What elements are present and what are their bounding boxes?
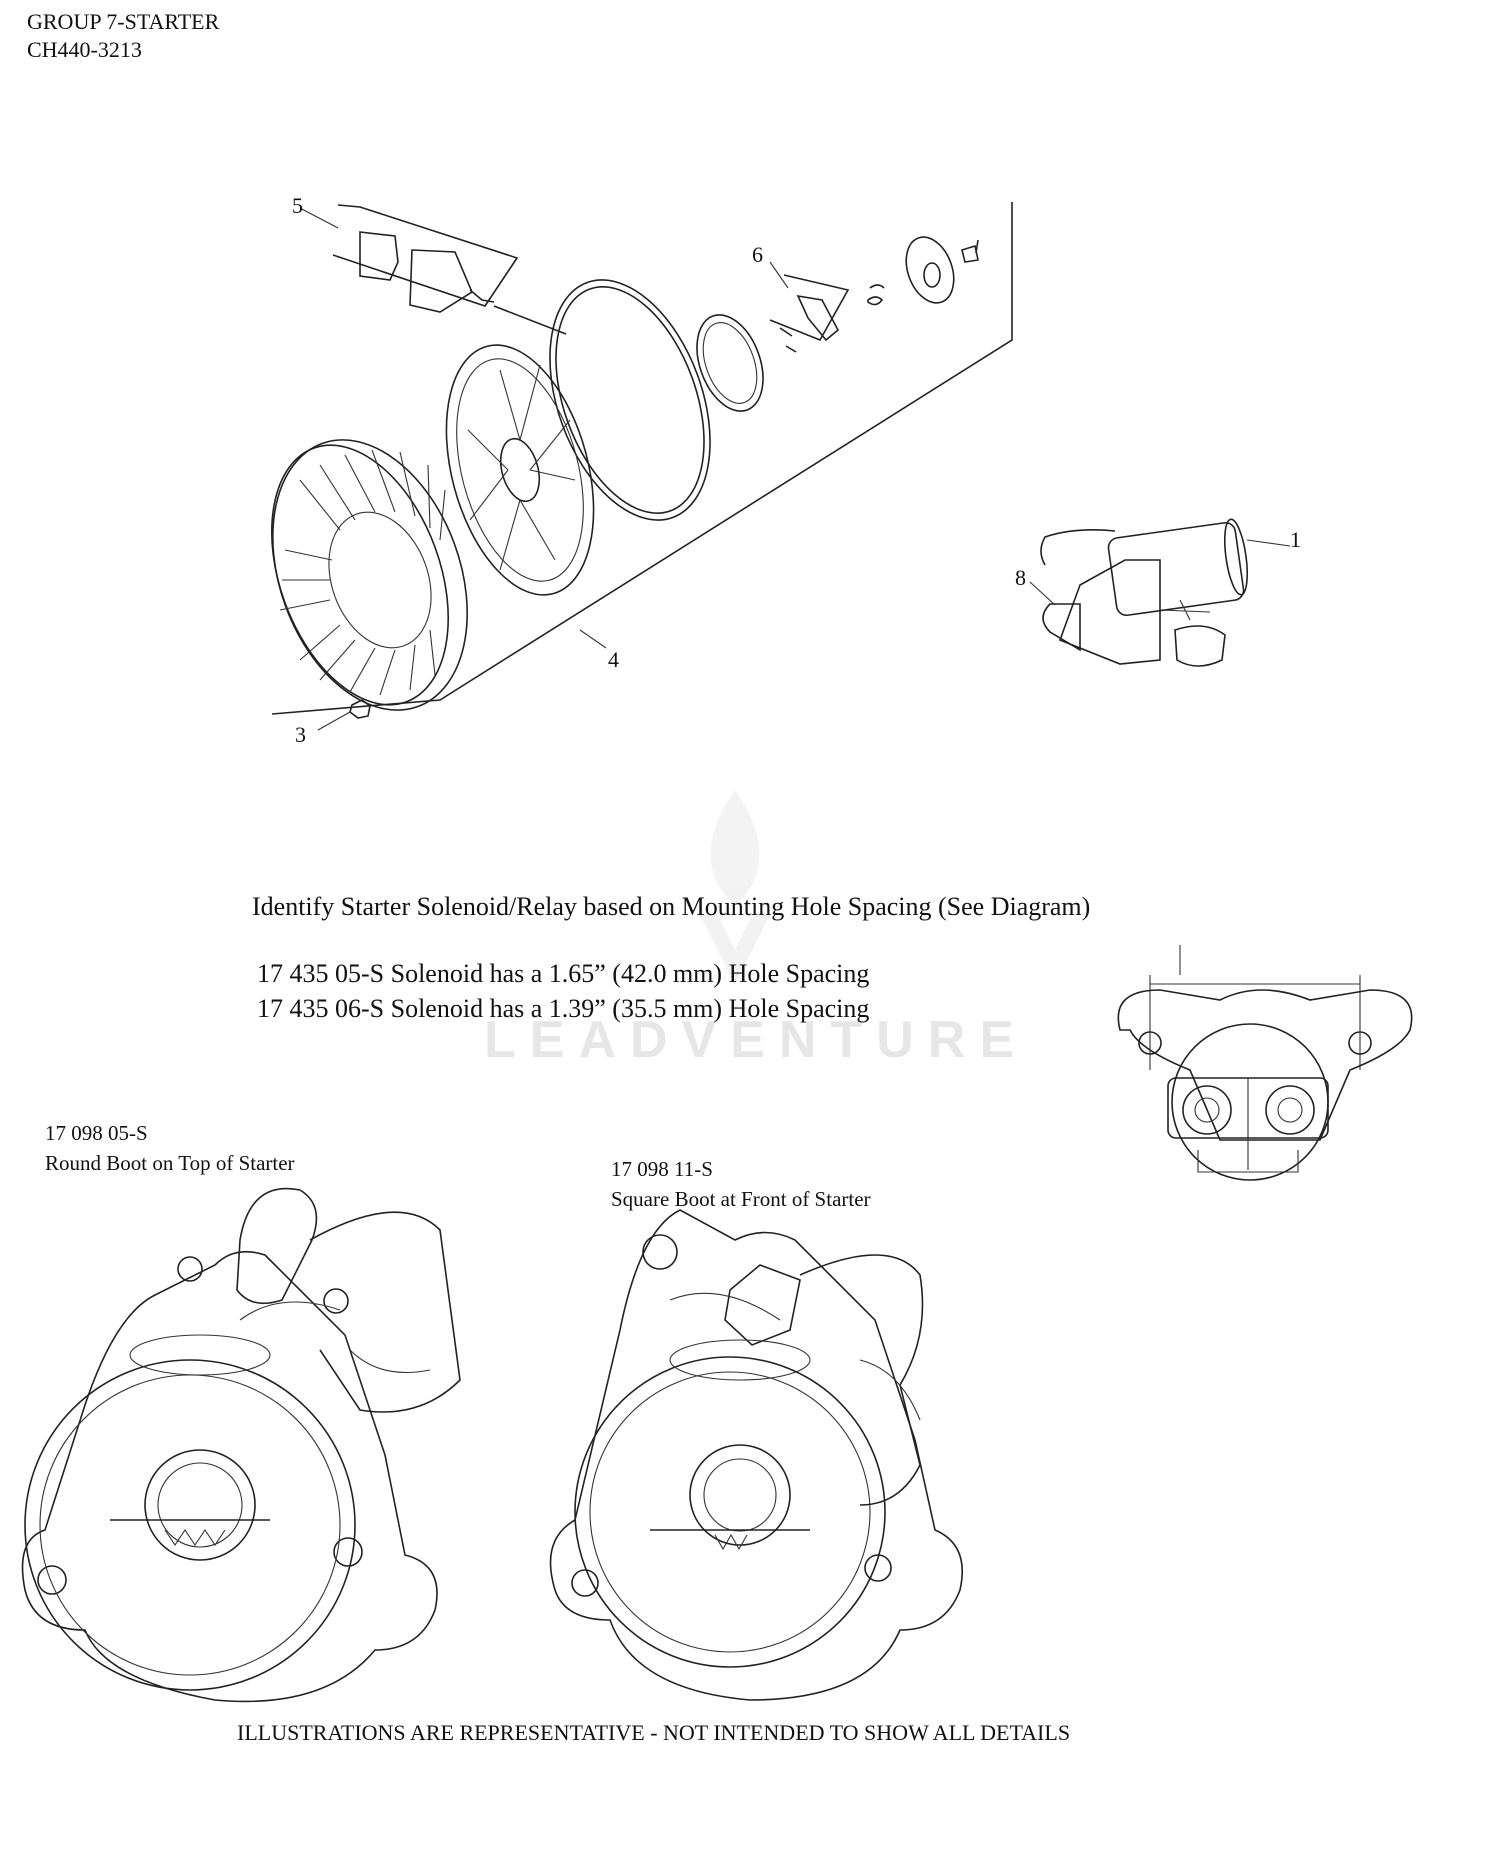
starter-b-desc: Square Boot at Front of Starter xyxy=(611,1187,871,1211)
pawl-parts xyxy=(779,284,885,353)
callout-6: 6 xyxy=(752,242,763,267)
ratchet-bracket xyxy=(769,274,850,342)
fan-cover xyxy=(270,439,468,711)
starter-pulley xyxy=(445,344,595,596)
rope-coil xyxy=(549,279,711,521)
starter-a-part: 17 098 05-S xyxy=(45,1121,148,1145)
ratchet-cam xyxy=(905,236,979,304)
watermark-logo xyxy=(700,790,770,985)
starter-b-drawing xyxy=(549,1209,964,1701)
callout-8: 8 xyxy=(1015,565,1026,590)
recoil-spring xyxy=(696,314,764,412)
footer-disclaimer: ILLUSTRATIONS ARE REPRESENTATIVE - NOT I… xyxy=(237,1720,1071,1745)
callout-4: 4 xyxy=(608,647,619,672)
callout-3: 3 xyxy=(295,722,306,747)
starter-handle xyxy=(359,231,567,335)
model-number: CH440-3213 xyxy=(27,37,142,62)
callout-5: 5 xyxy=(292,193,303,218)
callout-1: 1 xyxy=(1290,527,1301,552)
handle-bracket xyxy=(332,204,519,307)
solenoid-note-line2: 17 435 06-S Solenoid has a 1.39” (35.5 m… xyxy=(257,994,870,1023)
solenoid-hole-diagram xyxy=(1117,945,1413,1181)
solenoid-note-line1: 17 435 05-S Solenoid has a 1.65” (42.0 m… xyxy=(257,959,870,988)
watermark: LEADVENTURE xyxy=(484,1011,1029,1069)
starter-a-desc: Round Boot on Top of Starter xyxy=(45,1151,295,1175)
recoil-assembly-bracket xyxy=(271,202,1013,715)
solenoid-note-title: Identify Starter Solenoid/Relay based on… xyxy=(252,892,1091,921)
group-title: GROUP 7-STARTER xyxy=(27,9,220,34)
electric-starter xyxy=(1040,518,1249,667)
callout-leaders xyxy=(299,207,1291,731)
starter-a-drawing xyxy=(21,1187,461,1703)
starter-b-part: 17 098 11-S xyxy=(611,1157,713,1181)
